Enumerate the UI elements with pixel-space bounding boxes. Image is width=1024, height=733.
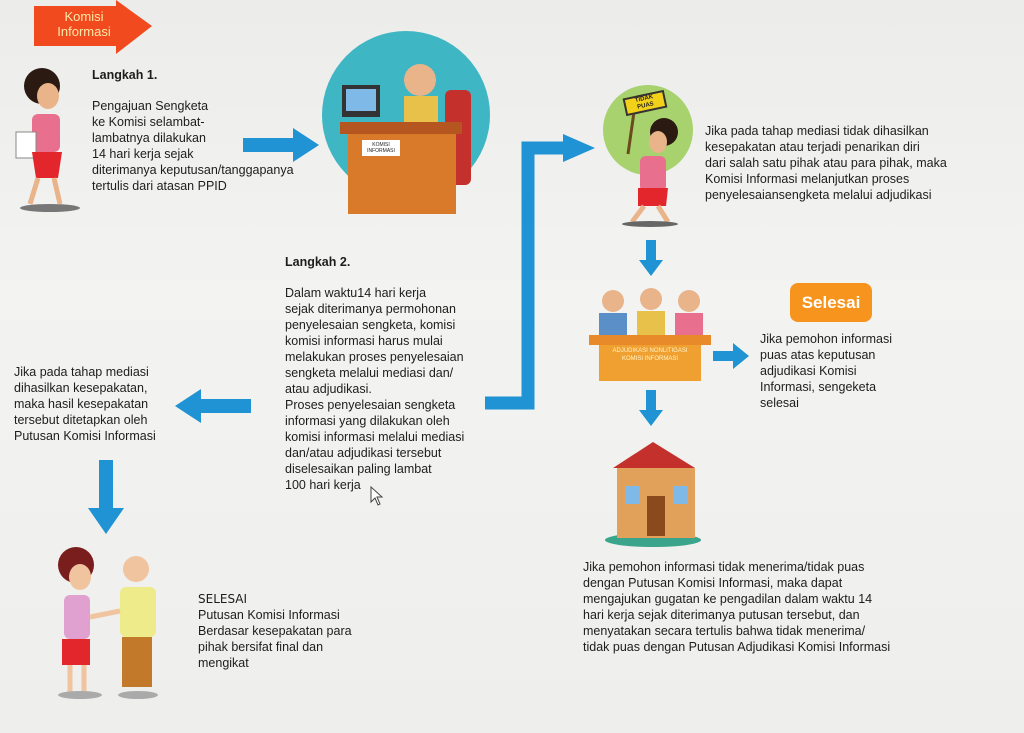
header-label: Komisi Informasi (57, 9, 111, 39)
arrow-down-icon (639, 390, 663, 426)
court-appeal-text: Jika pemohon informasi tidak menerima/ti… (583, 560, 891, 654)
dissatisfied-applicant-illustration: TIDAK PUAS (600, 84, 700, 229)
arrow-to-adjudication-icon (485, 134, 595, 410)
arrow-down-icon (88, 460, 124, 534)
office-shape (322, 31, 490, 214)
court-building-illustration (605, 442, 701, 547)
handshake-couple-illustration (58, 547, 158, 699)
komisi-informasi-header-arrow: Komisi Informasi (34, 0, 154, 54)
header-arrow-shape (34, 0, 152, 54)
mouse-cursor-icon (370, 485, 384, 506)
woman-applicant-illustration (15, 68, 80, 212)
selesai-badge: Selesai (790, 283, 872, 322)
office-desk-sign: KOMISI INFORMASI (362, 140, 400, 156)
arrow-left-icon (175, 389, 251, 423)
adjudication-desk-sign: ADJUDIKASI NONLITIGASI KOMISI INFORMASI (612, 348, 688, 362)
arrow-right-icon (243, 128, 319, 162)
step1-body: Pengajuan Sengketa ke Komisi selambat- l… (92, 99, 294, 193)
commission-office-illustration: KOMISI INFORMASI (320, 30, 492, 220)
mediation-fail-text: Jika pada tahap mediasi tidak dihasilkan… (705, 124, 947, 202)
step1-title: Langkah 1. (92, 68, 158, 82)
step2-body: Dalam waktu14 hari kerja sejak diteriman… (285, 286, 465, 492)
step2-title: Langkah 2. (285, 255, 351, 269)
final-agreement-title: SELESAI (198, 592, 248, 606)
adjudication-shape (589, 288, 711, 381)
arrow-down-icon (639, 240, 663, 276)
arrow-right-icon (713, 343, 749, 369)
final-agreement-body: Putusan Komisi Informasi Berdasar kesepa… (198, 608, 352, 670)
mediation-success-text: Jika pada tahap mediasi dihasilkan kesep… (14, 365, 156, 443)
adjudication-done-text: Jika pemohon informasi puas atas keputus… (760, 332, 893, 410)
adjudication-panel-illustration: ADJUDIKASI NONLITIGASI KOMISI INFORMASI (585, 285, 715, 385)
